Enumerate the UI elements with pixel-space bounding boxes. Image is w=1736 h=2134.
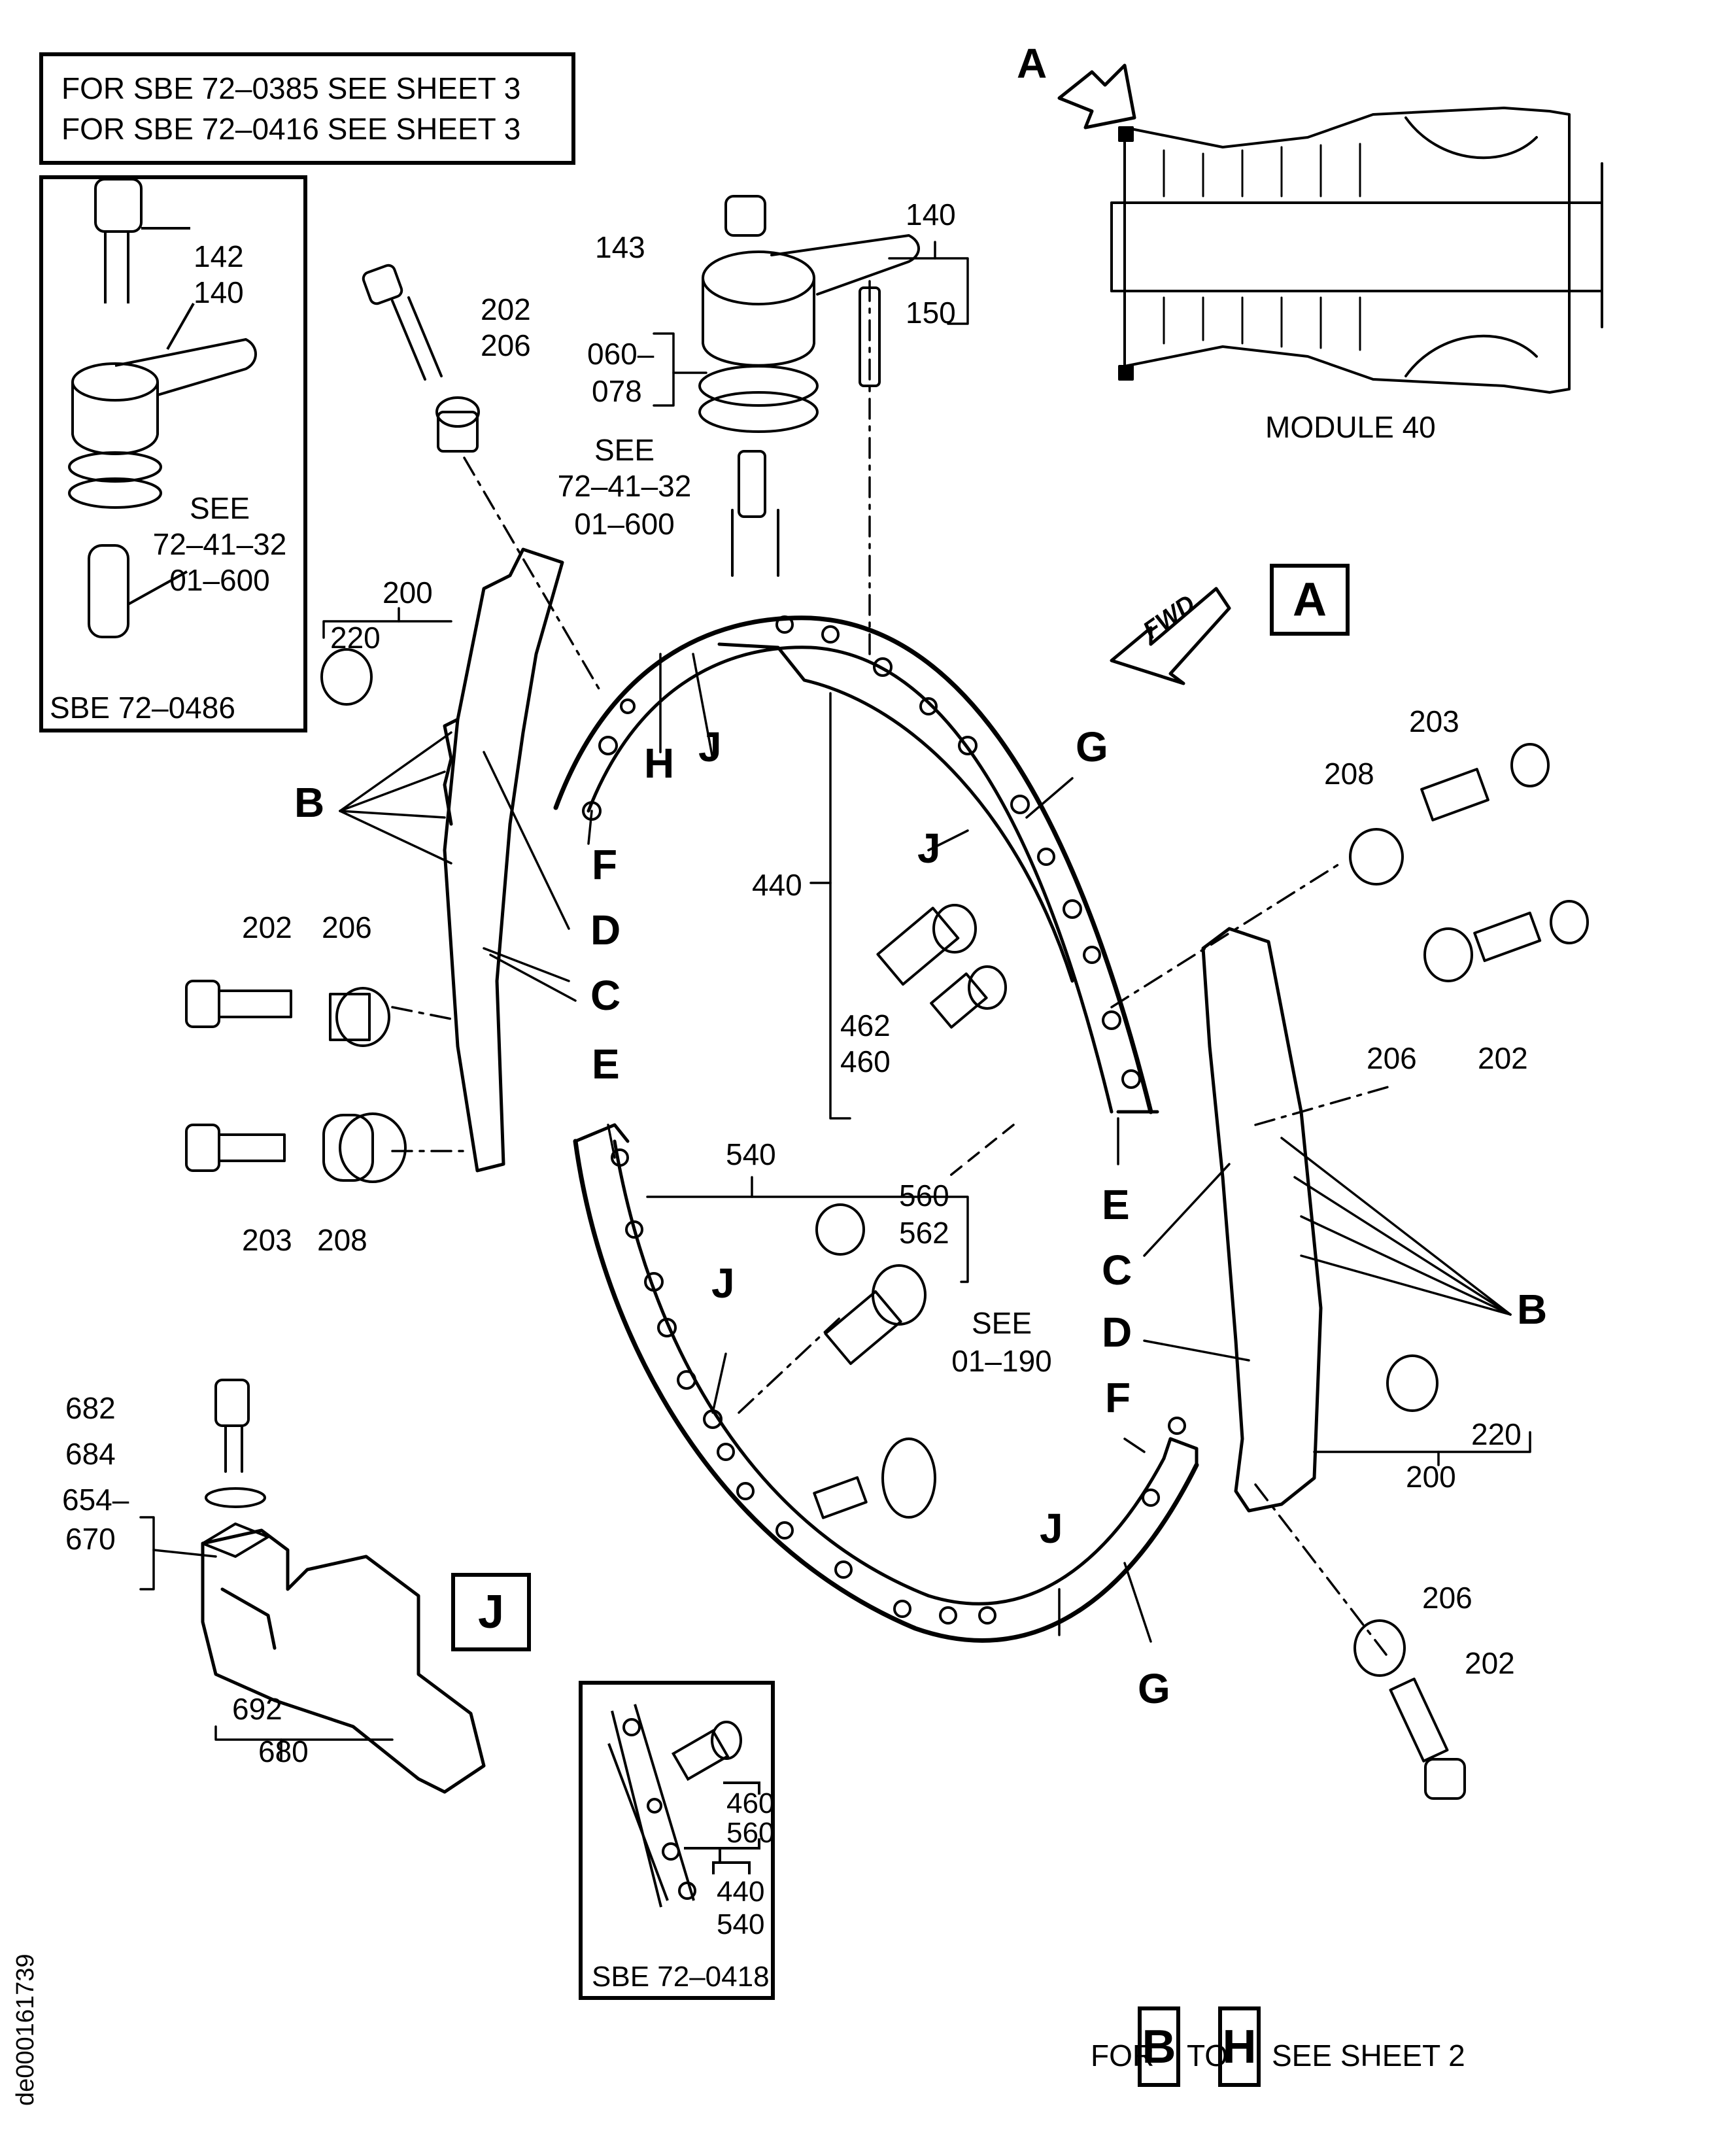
- fasteners: [185, 195, 1589, 1800]
- bracket-680: [201, 1528, 486, 1794]
- module-label: MODULE 40: [1265, 410, 1436, 444]
- sbe-note-0385: FOR SBE 72–0385 SEE SHEET 3: [61, 71, 521, 105]
- inset2-label-460: 460: [726, 1787, 775, 1819]
- label-540: 540: [726, 1137, 776, 1171]
- label-206-left: 206: [322, 910, 372, 944]
- label-560: 560: [899, 1179, 949, 1213]
- label-060: 060–: [587, 337, 655, 371]
- label-220-left: 220: [330, 621, 381, 655]
- leader-lines: [139, 241, 1531, 1761]
- label-202-left: 202: [242, 910, 292, 944]
- lower-see-ref-0: SEE: [971, 1306, 1032, 1340]
- right-segment-200: [1201, 927, 1323, 1513]
- sbe-note-0416: FOR SBE 72–0416 SEE SHEET 3: [61, 112, 521, 146]
- top-see-ref-0: SEE: [594, 433, 655, 467]
- zone-B-right: B: [1517, 1286, 1548, 1333]
- footer-zone-box-H: H: [1218, 2006, 1261, 2087]
- drawing-id: de000161739: [12, 1953, 39, 2106]
- upper-ring-segment-440: [553, 615, 1159, 1114]
- zone-H-top: H: [644, 740, 675, 787]
- inset-caption: SBE 72–0486: [50, 691, 235, 725]
- label-680: 680: [258, 1734, 309, 1768]
- zone-D-right: D: [1102, 1309, 1132, 1356]
- label-140: 140: [906, 198, 956, 232]
- zone-C-left: C: [590, 972, 621, 1019]
- zone-J-top1: J: [698, 723, 722, 770]
- top-see-ref-2: 01–600: [574, 507, 675, 541]
- label-682: 682: [65, 1391, 116, 1425]
- inset2-label-440: 440: [717, 1876, 765, 1908]
- label-150: 150: [906, 296, 956, 330]
- lower-ring-holes: [611, 1148, 1186, 1625]
- sbe-notes-box: FOR SBE 72–0385 SEE SHEET 3 FOR SBE 72–0…: [39, 52, 575, 165]
- zone-C-right: C: [1102, 1247, 1132, 1294]
- inset-sbe-0418-drawing: [607, 1704, 760, 1908]
- zone-J-top2: J: [917, 825, 941, 872]
- zone-D-left: D: [590, 906, 621, 954]
- footer-suffix: SEE SHEET 2: [1272, 2039, 1465, 2073]
- label-208-right: 208: [1324, 757, 1374, 791]
- label-654: 654–: [62, 1483, 129, 1517]
- label-206-top-left: 206: [481, 328, 531, 362]
- inset-sbe-0486: 142 140 SEE 72–41–32 01–600 SBE 72–0486: [39, 175, 307, 732]
- inset-sbe-0418: 460 560 440 540 SBE 72–0418: [579, 1681, 775, 2000]
- footer-prefix: FOR: [1091, 2039, 1155, 2073]
- inset-see-ref-2: 01–600: [169, 563, 270, 597]
- zone-G-top: G: [1076, 723, 1108, 770]
- zone-E-right: E: [1102, 1181, 1130, 1228]
- bracket-fasteners: [201, 1379, 269, 1558]
- zone-J-lower1: J: [711, 1260, 735, 1307]
- inset-label-140: 140: [194, 275, 244, 309]
- label-440: 440: [752, 868, 802, 902]
- inset-label-142: 142: [194, 239, 244, 273]
- label-078: 078: [592, 374, 642, 408]
- label-208-left: 208: [317, 1223, 367, 1257]
- label-670: 670: [65, 1522, 116, 1556]
- view-box-A: A: [1270, 564, 1350, 636]
- view-arrow-letter: A: [1017, 40, 1047, 87]
- inset-see-ref-1: 72–41–32: [152, 527, 287, 561]
- label-202-right: 202: [1478, 1041, 1528, 1075]
- lower-ring-segment-540: [573, 1123, 1199, 1643]
- label-200-right: 200: [1406, 1460, 1456, 1494]
- zone-G-bottom: G: [1138, 1665, 1170, 1712]
- label-460: 460: [840, 1044, 891, 1078]
- label-203-left: 203: [242, 1223, 292, 1257]
- zone-J-lower2: J: [1040, 1505, 1063, 1552]
- view-arrow-icon: [1057, 63, 1136, 129]
- label-684: 684: [65, 1437, 116, 1471]
- zone-B-left: B: [294, 779, 325, 826]
- label-562: 562: [899, 1216, 949, 1250]
- label-203-right: 203: [1409, 704, 1459, 738]
- footer-zone-box-B: B: [1138, 2006, 1180, 2087]
- label-692: 692: [232, 1692, 282, 1726]
- label-220-right: 220: [1471, 1417, 1522, 1451]
- inset2-caption: SBE 72–0418: [592, 1961, 770, 1993]
- forward-arrow-icon: [1110, 587, 1231, 685]
- zone-F-right: F: [1105, 1374, 1131, 1421]
- label-202-bottom-right: 202: [1465, 1646, 1515, 1680]
- zone-F-left: F: [592, 841, 618, 888]
- inset-see-ref-0: SEE: [189, 491, 250, 525]
- label-206-bottom-right: 206: [1422, 1581, 1472, 1615]
- label-202-top-left: 202: [481, 292, 531, 326]
- engine-cross-section-icon: [1110, 107, 1603, 394]
- inset-sbe-0486-drawing: [68, 179, 257, 638]
- inset2-label-540: 540: [717, 1908, 765, 1940]
- zone-E-left: E: [592, 1041, 620, 1088]
- label-462: 462: [840, 1008, 891, 1042]
- left-segment-200: [443, 547, 564, 1173]
- top-see-ref-1: 72–41–32: [557, 469, 692, 503]
- label-200-left: 200: [383, 576, 433, 610]
- inset2-label-560: 560: [726, 1817, 775, 1849]
- view-box-J: J: [451, 1573, 531, 1651]
- label-143: 143: [595, 230, 645, 264]
- label-206-right: 206: [1367, 1041, 1417, 1075]
- lower-see-ref-1: 01–190: [951, 1344, 1052, 1378]
